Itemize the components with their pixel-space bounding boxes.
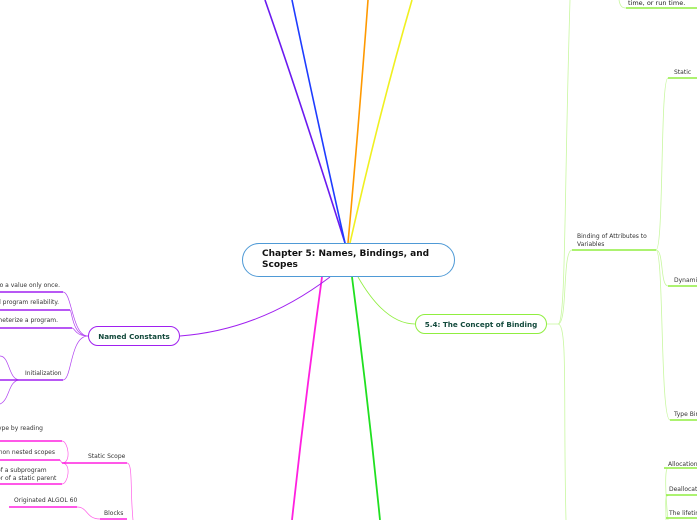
topic-blocks[interactable]: Blocks bbox=[104, 510, 124, 517]
topic-initialization[interactable]: Initialization bbox=[25, 370, 62, 377]
topic-label[interactable]: type by reading bbox=[0, 425, 43, 432]
topic-static-scope[interactable]: Static Scope bbox=[88, 453, 126, 460]
concept-of-binding-node[interactable]: 5.4: The Concept of Binding bbox=[415, 314, 547, 334]
topic-label[interactable]: of a subprogram or of a static parent bbox=[0, 467, 57, 482]
named-constants-title: Named Constants bbox=[98, 331, 170, 341]
topic-label[interactable]: to a value only once. bbox=[0, 282, 60, 289]
named-constants-node[interactable]: Named Constants bbox=[88, 326, 180, 346]
topic-type-binding[interactable]: Type Bin bbox=[674, 411, 697, 418]
topic-label[interactable]: ameterize a program. bbox=[0, 317, 58, 324]
topic-label[interactable]: time, or run time. bbox=[628, 0, 686, 7]
topic-static[interactable]: Static bbox=[674, 69, 692, 76]
topic-lifetime[interactable]: The lifetim bbox=[669, 510, 697, 517]
topic-label[interactable]: Originated ALGOL 60 bbox=[14, 497, 78, 504]
concept-of-binding-title: 5.4: The Concept of Binding bbox=[424, 319, 538, 329]
topic-label[interactable]: d program reliability. bbox=[0, 299, 59, 306]
topic-binding-of-attributes[interactable]: Binding of Attributes to Variables bbox=[577, 233, 647, 248]
topic-allocation[interactable]: Allocation bbox=[668, 461, 697, 468]
central-topic[interactable]: Chapter 5: Names, Bindings, and Scopes bbox=[242, 243, 455, 277]
topic-deallocation[interactable]: Deallocatio bbox=[669, 486, 697, 493]
topic-label[interactable]: . non nested scopes bbox=[0, 449, 55, 456]
central-topic-title: Chapter 5: Names, Bindings, and Scopes bbox=[262, 249, 430, 270]
topic-dynamic[interactable]: Dynamic bbox=[674, 277, 697, 284]
